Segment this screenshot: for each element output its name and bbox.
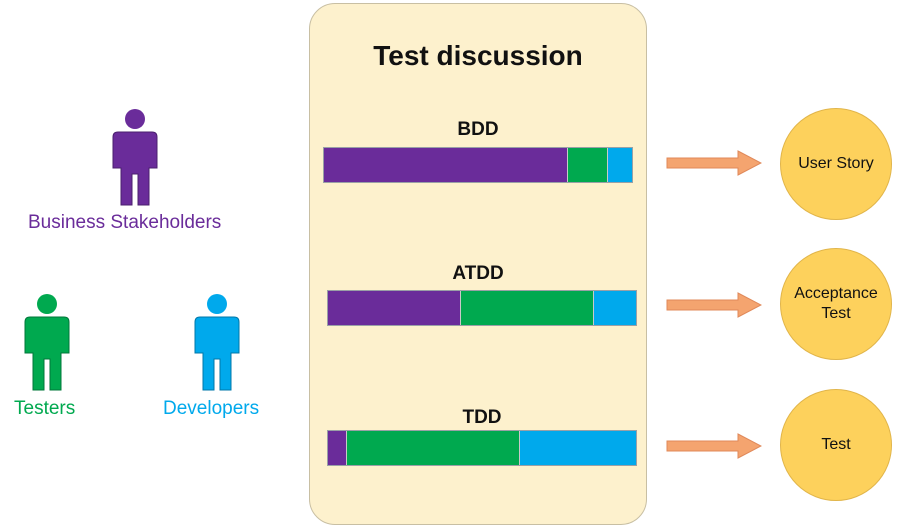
output-circle-acceptance-test: Acceptance Test (780, 248, 892, 360)
output-label: Test (821, 436, 851, 453)
method-label-tdd: TDD (462, 407, 502, 428)
arrow-right-icon (666, 150, 762, 176)
role-label-business-stakeholders: Business Stakeholders (28, 212, 222, 233)
output-circle-test: Test (780, 389, 892, 501)
bar-segment-testers (460, 291, 593, 325)
bar-segment-testers (567, 148, 608, 182)
person-head (37, 294, 57, 314)
bar-segment-developers (607, 148, 632, 182)
method-label-atdd: ATDD (452, 263, 504, 284)
role-label-developers: Developers (163, 398, 260, 419)
output-circle-user-story: User Story (780, 108, 892, 220)
arrow-right-icon (666, 292, 762, 318)
bar-atdd (327, 290, 637, 326)
bar-tdd (327, 430, 637, 466)
developer-person-icon (194, 294, 240, 391)
bar-segment-business (324, 148, 568, 182)
person-body (24, 316, 70, 391)
person-head (207, 294, 227, 314)
bar-segment-developers (518, 431, 636, 465)
person-body (194, 316, 240, 391)
bar-bdd (323, 147, 633, 183)
bar-segment-testers (346, 431, 519, 465)
panel-title: Test discussion (373, 40, 583, 71)
role-label-testers: Testers (14, 398, 76, 419)
business-stakeholder-person-icon (112, 109, 158, 206)
arrow-right-icon (666, 433, 762, 459)
method-label-bdd: BDD (457, 119, 499, 140)
person-body (112, 131, 158, 206)
bar-segment-business (328, 291, 461, 325)
tester-person-icon (24, 294, 70, 391)
bar-segment-developers (592, 291, 636, 325)
bar-segment-business (328, 431, 347, 465)
output-label: Acceptance Test (794, 285, 878, 322)
output-label: User Story (798, 155, 874, 172)
person-head (125, 109, 145, 129)
